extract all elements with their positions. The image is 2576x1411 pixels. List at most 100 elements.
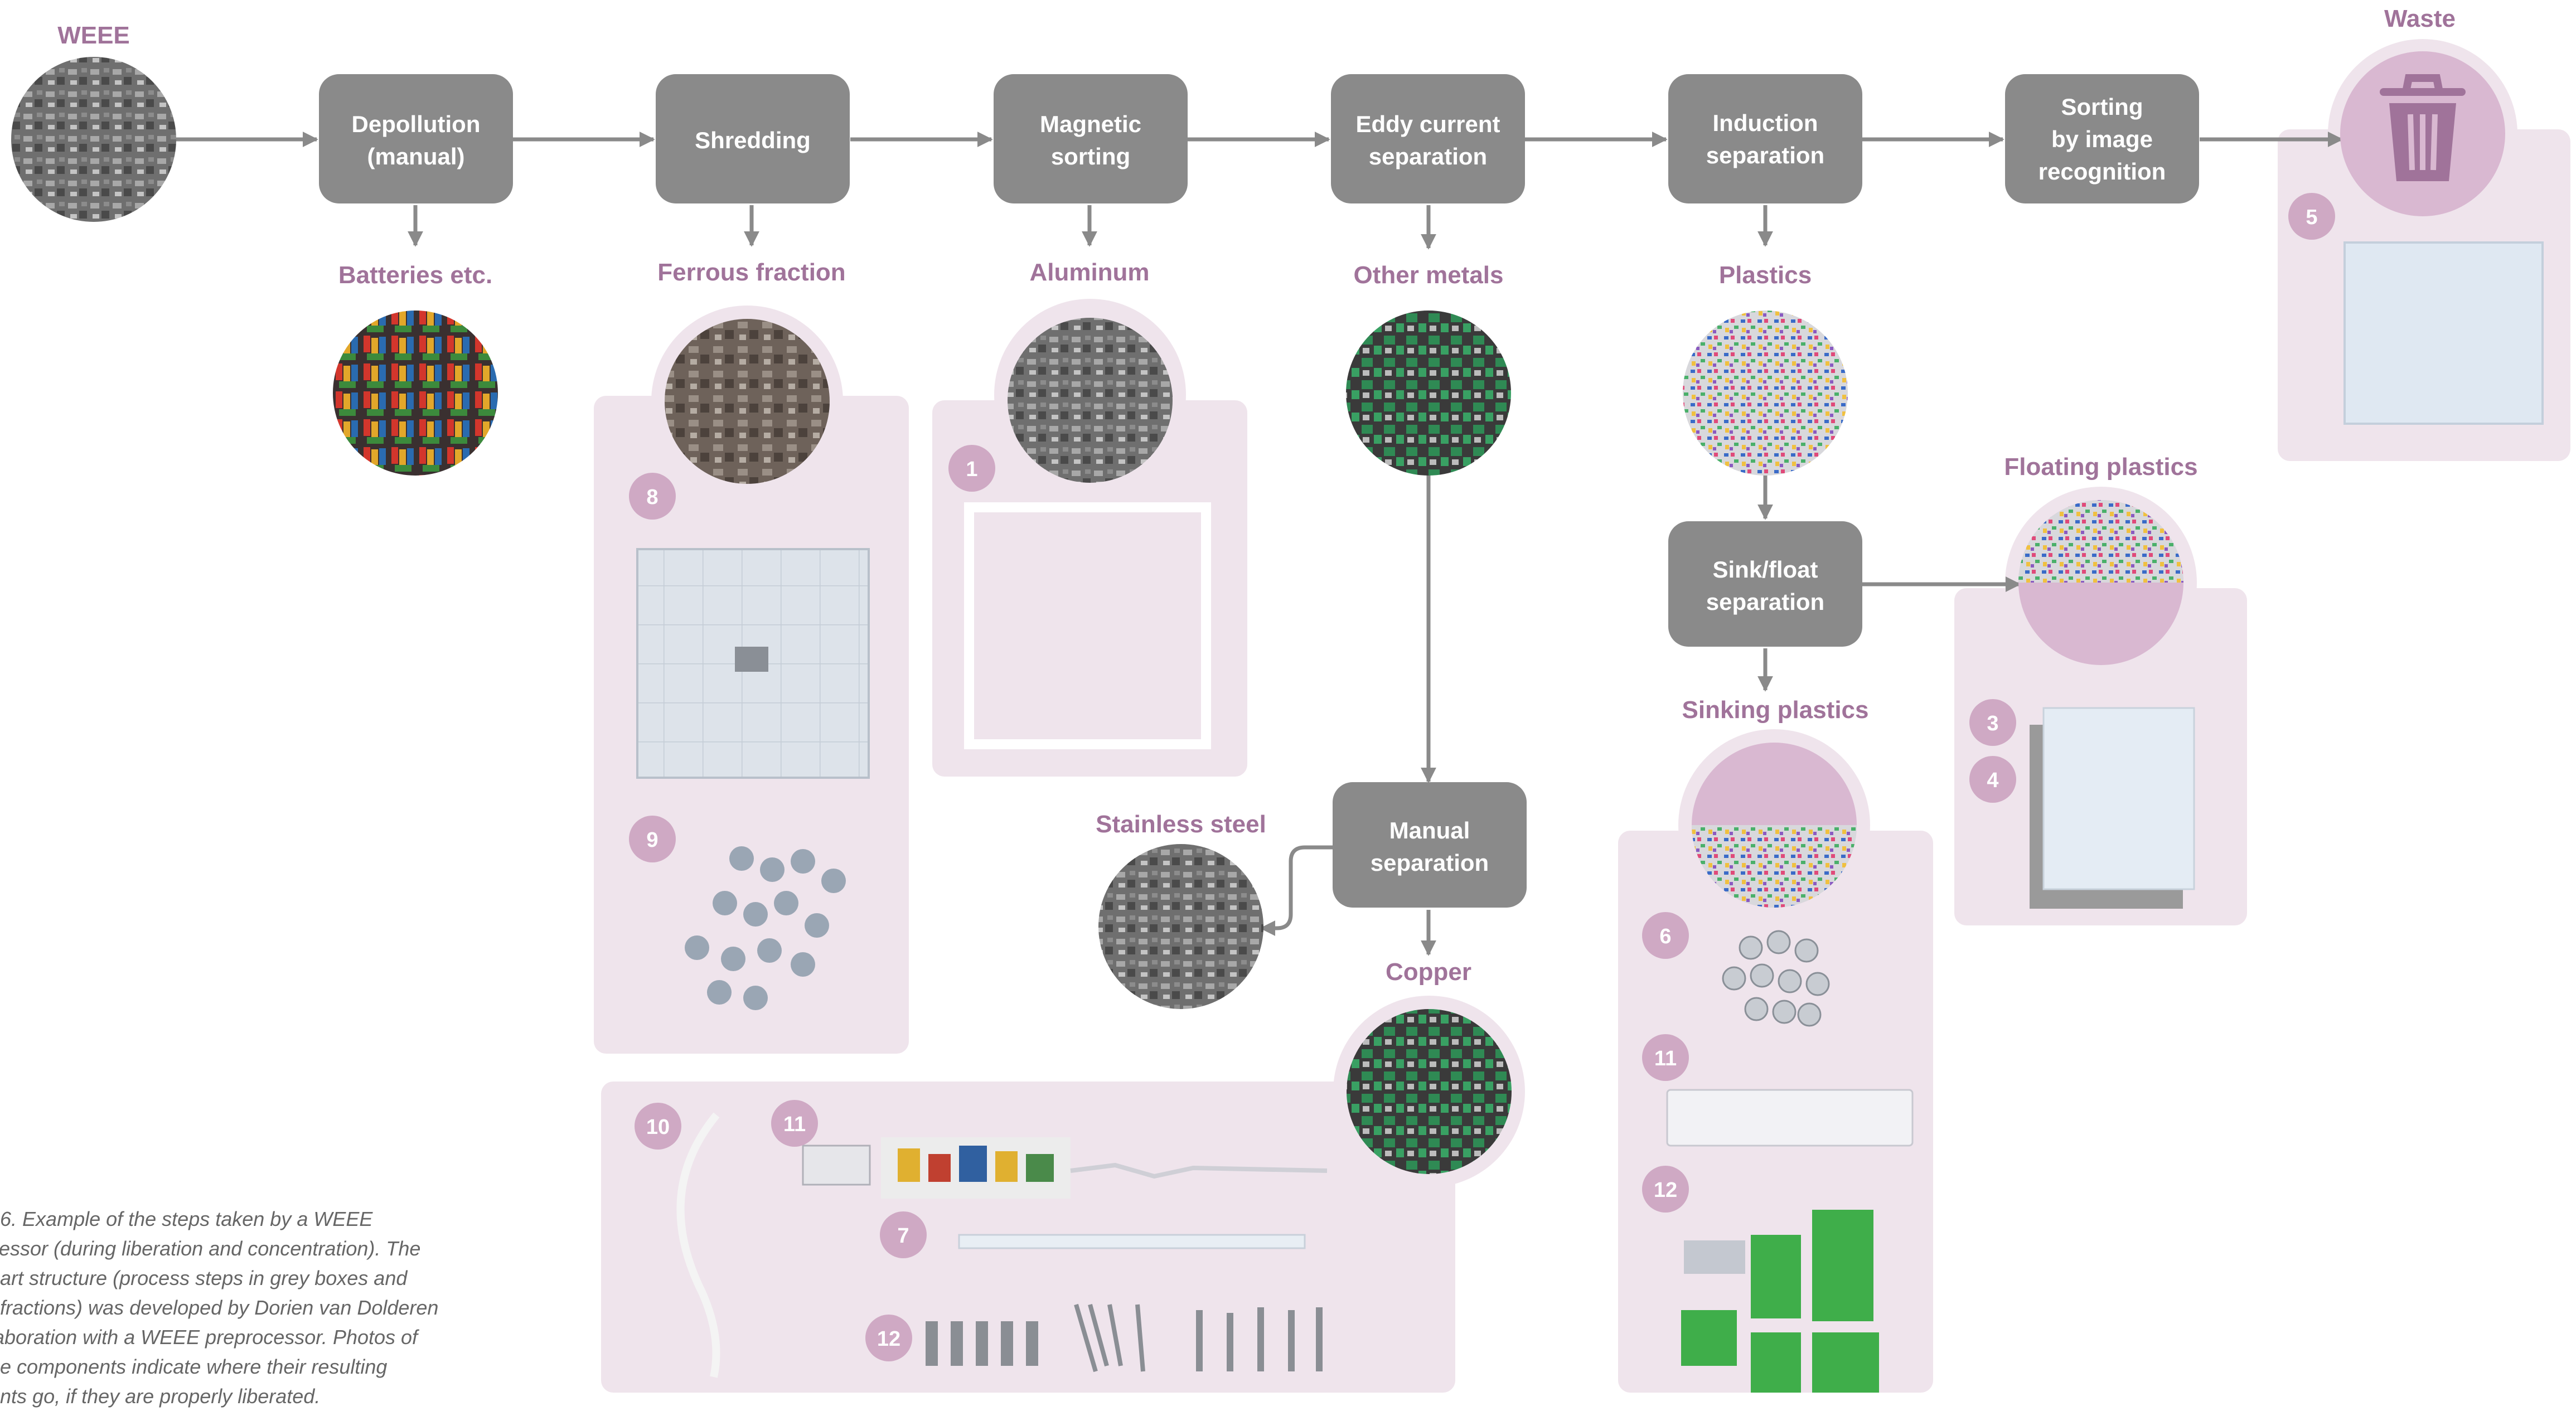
step-induction: Induction separation	[1668, 74, 1862, 203]
svg-text:4: 4	[1987, 769, 1998, 792]
batteries-photo	[333, 311, 498, 476]
svg-text:11: 11	[1654, 1047, 1677, 1070]
aluminum-panel	[932, 400, 1247, 777]
step-sorting-image: Sorting by image recognition	[2005, 74, 2199, 203]
ferrous-photo	[665, 319, 830, 484]
label-stainless: Stainless steel	[1096, 811, 1266, 838]
step-manual-line2: separation	[1371, 850, 1489, 876]
step-sorting-line1: Sorting	[2061, 94, 2143, 120]
badge-11-sinking: 11	[1642, 1034, 1689, 1081]
svg-text:12: 12	[877, 1327, 900, 1351]
step-eddy-line2: separation	[1369, 143, 1487, 169]
weee-photo	[11, 57, 176, 222]
svg-text:3: 3	[1987, 712, 1998, 735]
label-weee: WEEE	[57, 22, 130, 49]
step-depollution-line2: (manual)	[367, 143, 464, 169]
fraction-labels: WEEE Batteries etc. Ferrous fraction Alu…	[57, 5, 2456, 986]
driver-housing	[1666, 1089, 1914, 1147]
badge-6: 6	[1642, 912, 1689, 959]
step-shredding: Shredding	[656, 74, 850, 203]
floating-photo	[2018, 500, 2183, 665]
svg-text:5: 5	[2306, 206, 2317, 229]
flow-arrows	[172, 132, 2343, 956]
plastics-photo	[1683, 311, 1848, 476]
badge-12-copper: 12	[865, 1315, 912, 1361]
caption-line: hart structure (process steps in grey bo…	[0, 1267, 408, 1289]
other-metals-photo	[1346, 311, 1511, 476]
green-connectors	[1681, 1210, 1879, 1393]
led-driver-board	[802, 1137, 1328, 1199]
cable	[676, 1112, 720, 1378]
led-strip	[958, 1234, 1306, 1249]
aluminum-frame	[964, 502, 1211, 749]
caption-line: ents go, if they are properly liberated.	[0, 1385, 321, 1408]
screws	[685, 846, 846, 1010]
step-induction-line2: separation	[1706, 142, 1824, 168]
svg-text:10: 10	[646, 1116, 670, 1139]
step-magnetic: Magnetic sorting	[994, 74, 1188, 203]
waste-foil	[2343, 241, 2544, 425]
led-panel-back	[636, 548, 870, 779]
step-sinkfloat-line1: Sink/float	[1712, 556, 1818, 583]
step-sinkfloat-line2: separation	[1706, 589, 1824, 615]
badge-7: 7	[880, 1211, 927, 1258]
badge-5: 5	[2288, 193, 2335, 240]
step-manual-line1: Manual	[1389, 817, 1470, 843]
diffuser-sheets	[2030, 707, 2195, 909]
aluminum-photo	[1008, 318, 1173, 483]
label-ferrous: Ferrous fraction	[657, 259, 845, 286]
step-sinkfloat: Sink/float separation	[1668, 521, 1862, 647]
step-magnetic-line2: sorting	[1051, 143, 1130, 169]
badge-12-sinking: 12	[1642, 1166, 1689, 1213]
step-manual: Manual separation	[1333, 782, 1527, 908]
step-depollution-line1: Depollution	[352, 111, 481, 137]
component-badges: 8 9 1 5 3 4 6 11 12 10 11 7 12	[629, 193, 2335, 1361]
trash-can-icon	[2340, 51, 2505, 216]
svg-text:12: 12	[1654, 1179, 1677, 1202]
step-sorting-line3: recognition	[2038, 158, 2166, 185]
caption-line: cessor (during liberation and concentrat…	[0, 1237, 421, 1260]
label-plastics: Plastics	[1719, 261, 1812, 289]
step-induction-line1: Induction	[1713, 110, 1818, 136]
step-eddy: Eddy current separation	[1331, 74, 1525, 203]
copper-photo	[1347, 1009, 1512, 1174]
small-parts	[926, 1303, 1323, 1373]
badge-3: 3	[1969, 699, 2016, 746]
badge-11-copper: 11	[771, 1100, 818, 1147]
caption-line: 16. Example of the steps taken by a WEEE	[0, 1208, 373, 1230]
process-steps: Depollution (manual) Shredding Magnetic …	[319, 74, 2199, 908]
badge-8: 8	[629, 473, 676, 520]
svg-text:11: 11	[783, 1113, 806, 1136]
label-waste: Waste	[2384, 5, 2456, 32]
label-aluminum: Aluminum	[1029, 259, 1149, 286]
material-photos	[11, 51, 2505, 1174]
svg-text:6: 6	[1659, 925, 1671, 948]
arrow-manual-to-stainless	[1260, 845, 1333, 936]
svg-text:1: 1	[966, 458, 977, 481]
svg-text:7: 7	[897, 1224, 909, 1248]
badge-4: 4	[1969, 756, 2016, 803]
step-shredding-label: Shredding	[695, 127, 811, 153]
label-sinking: Sinking plastics	[1682, 696, 1869, 724]
component-images	[636, 241, 2544, 1393]
label-floating: Floating plastics	[2004, 453, 2197, 481]
lens-cluster	[1722, 930, 1830, 1027]
label-batteries: Batteries etc.	[338, 261, 492, 289]
figure-caption: 16. Example of the steps taken by a WEEE…	[0, 1204, 491, 1411]
step-sorting-line2: by image	[2051, 126, 2153, 152]
badge-9: 9	[629, 816, 676, 862]
step-eddy-line1: Eddy current	[1355, 111, 1500, 137]
caption-line: ne components indicate where their resul…	[0, 1355, 388, 1378]
stainless-photo	[1098, 844, 1263, 1009]
caption-line: t fractions) was developed by Dorien van…	[0, 1296, 439, 1319]
caption-line: laboration with a WEEE preprocessor. Pho…	[0, 1326, 418, 1349]
svg-text:9: 9	[646, 828, 658, 852]
label-other-metals: Other metals	[1354, 261, 1504, 289]
step-magnetic-line1: Magnetic	[1040, 111, 1141, 137]
badge-10: 10	[635, 1103, 681, 1150]
label-copper: Copper	[1386, 958, 1471, 986]
badge-1: 1	[948, 445, 995, 492]
sinking-photo	[1692, 743, 1857, 908]
step-depollution: Depollution (manual)	[319, 74, 513, 203]
